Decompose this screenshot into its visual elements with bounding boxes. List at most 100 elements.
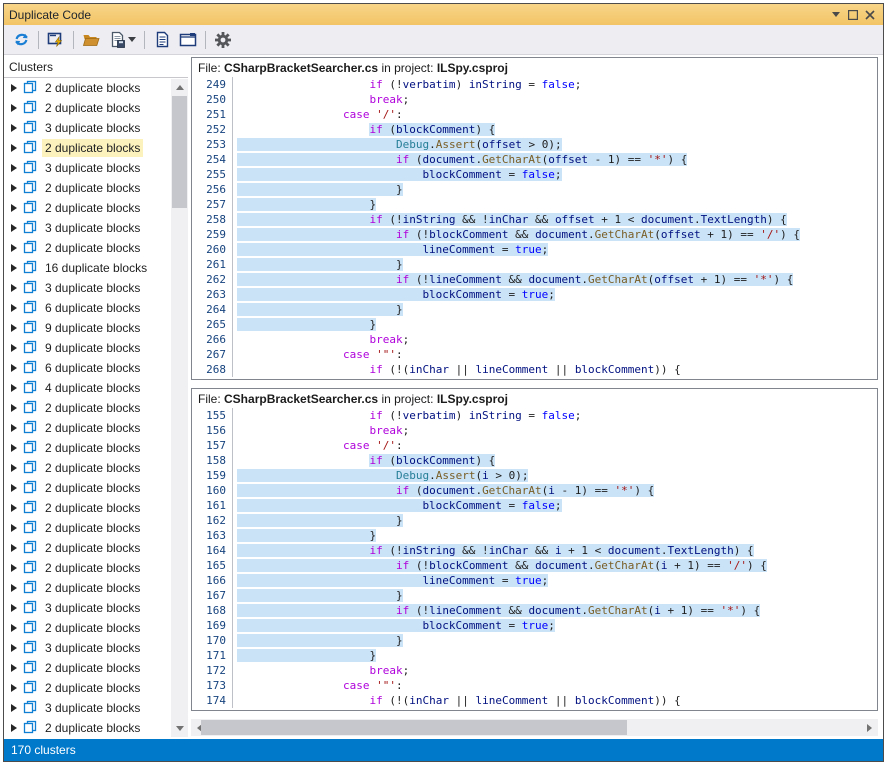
- expand-arrow-icon[interactable]: [11, 544, 17, 552]
- cluster-list-item[interactable]: 2 duplicate blocks: [4, 178, 188, 198]
- save-report-button[interactable]: [105, 28, 139, 52]
- cluster-list-item[interactable]: 2 duplicate blocks: [4, 498, 188, 518]
- line-text: }: [237, 528, 377, 543]
- cluster-list-item[interactable]: 2 duplicate blocks: [4, 438, 188, 458]
- cluster-list-item[interactable]: 2 duplicate blocks: [4, 558, 188, 578]
- expand-arrow-icon[interactable]: [11, 124, 17, 132]
- cluster-list-item[interactable]: 2 duplicate blocks: [4, 538, 188, 558]
- expand-arrow-icon[interactable]: [11, 164, 17, 172]
- toolbar-separator: [73, 30, 74, 49]
- expand-arrow-icon[interactable]: [11, 284, 17, 292]
- open-folder-button[interactable]: [79, 28, 103, 52]
- code-line: 264 }: [192, 302, 877, 317]
- expand-arrow-icon[interactable]: [11, 724, 17, 732]
- scroll-right-button[interactable]: [861, 719, 878, 736]
- window-menu-button[interactable]: [827, 7, 844, 23]
- cluster-list-item[interactable]: 6 duplicate blocks: [4, 358, 188, 378]
- expand-arrow-icon[interactable]: [11, 264, 17, 272]
- cluster-list-item[interactable]: 2 duplicate blocks: [4, 658, 188, 678]
- code-line: 169 blockComment = true;: [192, 618, 877, 633]
- cluster-list-item[interactable]: 2 duplicate blocks: [4, 718, 188, 738]
- line-number: 170: [192, 633, 233, 648]
- maximize-button[interactable]: [844, 7, 861, 23]
- line-text: }: [237, 513, 403, 528]
- expand-arrow-icon[interactable]: [11, 84, 17, 92]
- line-text: blockComment = false;: [237, 498, 562, 513]
- expand-arrow-icon[interactable]: [11, 104, 17, 112]
- code-horizontal-scrollbar[interactable]: [191, 719, 878, 736]
- code-line: 267 case '"':: [192, 347, 877, 362]
- cluster-item-label: 2 duplicate blocks: [45, 441, 141, 455]
- expand-arrow-icon[interactable]: [11, 424, 17, 432]
- scrollbar-thumb[interactable]: [172, 96, 187, 208]
- save-report-dropdown-icon[interactable]: [127, 37, 136, 42]
- cluster-list-item[interactable]: 9 duplicate blocks: [4, 318, 188, 338]
- cluster-list-item[interactable]: 4 duplicate blocks: [4, 378, 188, 398]
- expand-arrow-icon[interactable]: [11, 244, 17, 252]
- expand-arrow-icon[interactable]: [11, 304, 17, 312]
- clusters-scrollbar[interactable]: [171, 79, 188, 737]
- close-button[interactable]: [861, 7, 878, 23]
- line-text: break;: [369, 333, 410, 346]
- expand-arrow-icon[interactable]: [11, 604, 17, 612]
- expand-arrow-icon[interactable]: [11, 524, 17, 532]
- expand-arrow-icon[interactable]: [11, 324, 17, 332]
- cluster-list-item[interactable]: 2 duplicate blocks: [4, 578, 188, 598]
- expand-arrow-icon[interactable]: [11, 564, 17, 572]
- cluster-list-item[interactable]: 2 duplicate blocks: [4, 458, 188, 478]
- expand-arrow-icon[interactable]: [11, 664, 17, 672]
- expand-arrow-icon[interactable]: [11, 644, 17, 652]
- expand-arrow-icon[interactable]: [11, 204, 17, 212]
- cluster-list-item[interactable]: 3 duplicate blocks: [4, 698, 188, 718]
- cluster-list-item[interactable]: 2 duplicate blocks: [4, 238, 188, 258]
- expand-arrow-icon[interactable]: [11, 484, 17, 492]
- scroll-down-button[interactable]: [171, 720, 188, 737]
- expand-arrow-icon[interactable]: [11, 444, 17, 452]
- scroll-left-button[interactable]: [191, 719, 208, 736]
- code-body[interactable]: 155 if (!verbatim) inString = false;156 …: [192, 408, 877, 710]
- expand-arrow-icon[interactable]: [11, 504, 17, 512]
- code-line: 261 }: [192, 257, 877, 272]
- expand-arrow-icon[interactable]: [11, 144, 17, 152]
- scroll-up-button[interactable]: [171, 79, 188, 96]
- code-line: 258 if (!inString && !inChar && offset +…: [192, 212, 877, 227]
- settings-button[interactable]: [211, 28, 235, 52]
- export-document-button[interactable]: [150, 28, 174, 52]
- expand-arrow-icon[interactable]: [11, 224, 17, 232]
- cluster-list-item[interactable]: 3 duplicate blocks: [4, 638, 188, 658]
- expand-arrow-icon[interactable]: [11, 364, 17, 372]
- expand-arrow-icon[interactable]: [11, 184, 17, 192]
- cluster-list-item[interactable]: 2 duplicate blocks: [4, 618, 188, 638]
- expand-arrow-icon[interactable]: [11, 584, 17, 592]
- cluster-list-item[interactable]: 2 duplicate blocks: [4, 198, 188, 218]
- cluster-list-item[interactable]: 2 duplicate blocks: [4, 418, 188, 438]
- cluster-list-item[interactable]: 3 duplicate blocks: [4, 278, 188, 298]
- cluster-list-item[interactable]: 2 duplicate blocks: [4, 678, 188, 698]
- cluster-list-item[interactable]: 2 duplicate blocks: [4, 78, 188, 98]
- cluster-list-item[interactable]: 9 duplicate blocks: [4, 338, 188, 358]
- cluster-list-item[interactable]: 2 duplicate blocks: [4, 138, 188, 158]
- cluster-list-item[interactable]: 16 duplicate blocks: [4, 258, 188, 278]
- expand-arrow-icon[interactable]: [11, 384, 17, 392]
- cluster-list-item[interactable]: 3 duplicate blocks: [4, 598, 188, 618]
- title-bar[interactable]: Duplicate Code: [4, 4, 883, 25]
- cluster-list-item[interactable]: 3 duplicate blocks: [4, 218, 188, 238]
- cluster-list-item[interactable]: 3 duplicate blocks: [4, 118, 188, 138]
- expand-arrow-icon[interactable]: [11, 624, 17, 632]
- cluster-list-item[interactable]: 2 duplicate blocks: [4, 518, 188, 538]
- expand-arrow-icon[interactable]: [11, 464, 17, 472]
- refresh-button[interactable]: [9, 28, 33, 52]
- cluster-list-item[interactable]: 3 duplicate blocks: [4, 158, 188, 178]
- new-window-button[interactable]: [176, 28, 200, 52]
- expand-arrow-icon[interactable]: [11, 404, 17, 412]
- run-analysis-button[interactable]: [44, 28, 68, 52]
- scrollbar-thumb[interactable]: [201, 720, 627, 735]
- expand-arrow-icon[interactable]: [11, 684, 17, 692]
- expand-arrow-icon[interactable]: [11, 704, 17, 712]
- code-body[interactable]: 249 if (!verbatim) inString = false;250 …: [192, 77, 877, 379]
- cluster-list-item[interactable]: 2 duplicate blocks: [4, 98, 188, 118]
- cluster-list-item[interactable]: 2 duplicate blocks: [4, 398, 188, 418]
- cluster-list-item[interactable]: 2 duplicate blocks: [4, 478, 188, 498]
- cluster-list-item[interactable]: 6 duplicate blocks: [4, 298, 188, 318]
- expand-arrow-icon[interactable]: [11, 344, 17, 352]
